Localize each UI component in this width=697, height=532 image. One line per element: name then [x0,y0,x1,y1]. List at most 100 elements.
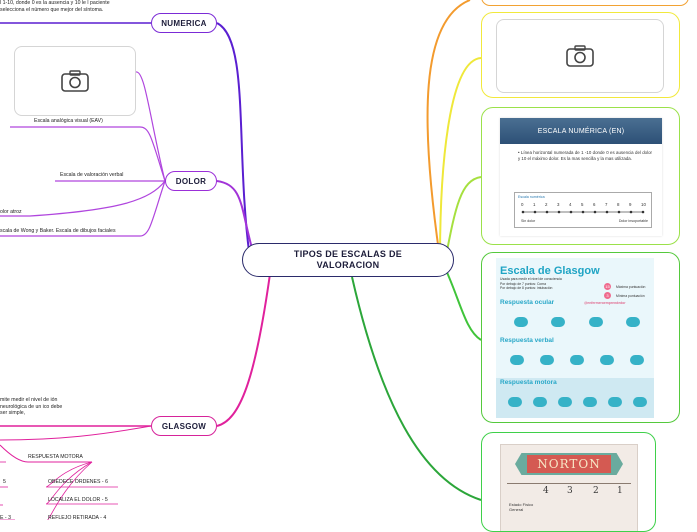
scale-number: 9 [629,202,632,207]
motora-item-5[interactable]: LOCALIZA EL DOLOR - 5 [48,497,108,503]
glasgow-intro-1: Usada para medir el nivel de consciencia [500,277,562,281]
glasgow-section-ocular: Respuesta ocular [500,299,555,306]
connector-motora-5 [45,461,118,505]
scale-number: 5 [581,202,584,207]
connector-dolor-wong [0,180,166,237]
norton-col-1: 1 [617,486,623,496]
norton-grid: 4 3 2 1 Estado Físico General [507,483,631,531]
glasgow-intro-2: Por debajo de 7 puntos: Coma [500,281,546,286]
connector-glasgow-down [0,425,152,441]
escala-numerica-image: ESCALA NUMÉRICA (EN) • Línea horizontal … [500,118,662,236]
camera-icon [566,45,594,67]
scale-number: 4 [569,202,572,207]
connector-yellow [439,57,482,260]
camera-icon [61,70,89,92]
scale-number: 1 [533,202,536,207]
scale-low-label: Sin dolor [521,219,536,223]
left-fragment-5[interactable]: 5 [3,479,6,485]
mindmap-connectors [0,0,482,520]
scale-number: 6 [593,202,596,207]
glasgow-section-verbal: Respuesta verbal [500,337,554,344]
motora-item-6[interactable]: OBEDECE ORDENES - 6 [48,479,108,485]
branch-dolor[interactable]: DOLOR [165,171,217,191]
left-fragment-3[interactable]: E - 3 [0,515,11,521]
scale-number: 3 [557,202,560,207]
glasgow-min-badge: 3 [604,292,611,299]
central-topic-title: TIPOS DE ESCALAS DE VALORACION [293,249,403,270]
scale-number: 10 [641,202,646,207]
glasgow-motora-row [502,390,652,414]
connector-glasgow [216,273,271,427]
glasgow-infographic-title: Escala de Glasgow [500,265,600,277]
glasgow-ocular-row [502,310,652,334]
scale-dot [581,210,585,214]
connector-motora [0,444,92,463]
motora-item-4[interactable]: REFLEJO RETIRADA - 4 [48,515,107,521]
connector-motora-6 [45,461,118,488]
scale-dot [593,210,597,214]
escala-numerica-scale: Escala numérica 0 1 2 3 4 5 6 7 8 9 10 Sin dolor D… [514,192,652,228]
scale-line [521,210,645,214]
numerica-description[interactable]: l 1-10, donde 0 es la ausencia y 10 le l… [0,0,110,13]
scale-dot [605,210,609,214]
branch-dolor-label: DOLOR [175,176,207,186]
glasgow-card[interactable]: Escala de Glasgow Usada para medir el ni… [481,252,680,423]
dolor-image-placeholder[interactable] [14,46,136,116]
glasgow-intro-3: Por debajo de 8 puntos: intubación [500,286,553,290]
scale-title: Escala numérica [518,195,545,199]
scale-number: 2 [545,202,548,207]
dolor-eav-label[interactable]: Escala analógica visual (EAV) [34,118,103,124]
scale-dot [521,210,525,214]
scale-dot [617,210,621,214]
glasgow-section-motora: Respuesta motora [500,379,557,386]
scale-number: 0 [521,202,524,207]
escala-numerica-bullet-text: Línea horizontal numerada de 1 -10 donde… [518,150,652,161]
motora-title[interactable]: RESPUESTA MOTORA [28,454,83,460]
scale-dot [545,210,549,214]
dolor-atroz-label[interactable]: olor atroz [0,209,22,215]
branch-glasgow-label: GLASGOW [161,421,207,431]
escala-numerica-card[interactable]: ESCALA NUMÉRICA (EN) • Línea horizontal … [481,107,680,245]
connector-green-bottom [351,276,482,501]
scale-number: 8 [617,202,620,207]
norton-card[interactable]: NORTON 4 3 2 1 Estado Físico General [481,432,656,532]
norton-image: NORTON 4 3 2 1 Estado Físico General [500,444,638,531]
scale-dot [533,210,537,214]
orange-card[interactable] [481,0,689,6]
glasgow-verbal-row [502,348,652,372]
glasgow-max-label: Máxima puntuación [616,285,646,289]
connector-dolor-photo [135,71,166,182]
central-topic[interactable]: TIPOS DE ESCALAS DE VALORACION [242,243,454,277]
glasgow-motora-band [496,378,654,418]
scale-dot [569,210,573,214]
connector-lime [444,176,482,262]
glasgow-min-label: Mínima puntuación [616,294,645,298]
yellow-image-placeholder [496,19,664,93]
scale-dot [641,210,645,214]
connector-orange-top [426,0,471,260]
norton-col-2: 2 [593,486,599,496]
connector-dolor-atroz [0,180,166,217]
glasgow-max-badge: 15 [604,283,611,290]
dolor-wong-label[interactable]: scala de Wong y Baker. Escala de dibujos… [0,228,116,234]
branch-numerica-label: NUMERICA [161,18,207,28]
scale-high-label: Dolor insoportable [618,219,648,223]
escala-numerica-bullet: • Línea horizontal numerada de 1 -10 don… [518,150,652,161]
scale-dot [557,210,561,214]
glasgow-description[interactable]: mite medir el nivel de ión neurológica d… [0,397,63,416]
scale-number: 7 [605,202,608,207]
branch-numerica[interactable]: NUMERICA [151,13,217,33]
dolor-verbal-label[interactable]: Escala de valoración verbal [60,172,124,178]
glasgow-handle: @enfermeroemprendedor [584,301,626,305]
escala-numerica-heading: ESCALA NUMÉRICA (EN) [500,118,662,144]
norton-col-4: 4 [543,486,549,496]
connector-green [444,267,482,341]
branch-glasgow[interactable]: GLASGOW [151,416,217,436]
scale-dot [629,210,633,214]
yellow-image-card[interactable] [481,12,680,98]
norton-col-3: 3 [567,486,573,496]
glasgow-infographic: Escala de Glasgow Usada para medir el ni… [496,258,654,418]
connector-motora-4 [47,461,93,520]
norton-title: NORTON [527,455,611,473]
norton-row-label: Estado Físico General [509,502,534,512]
